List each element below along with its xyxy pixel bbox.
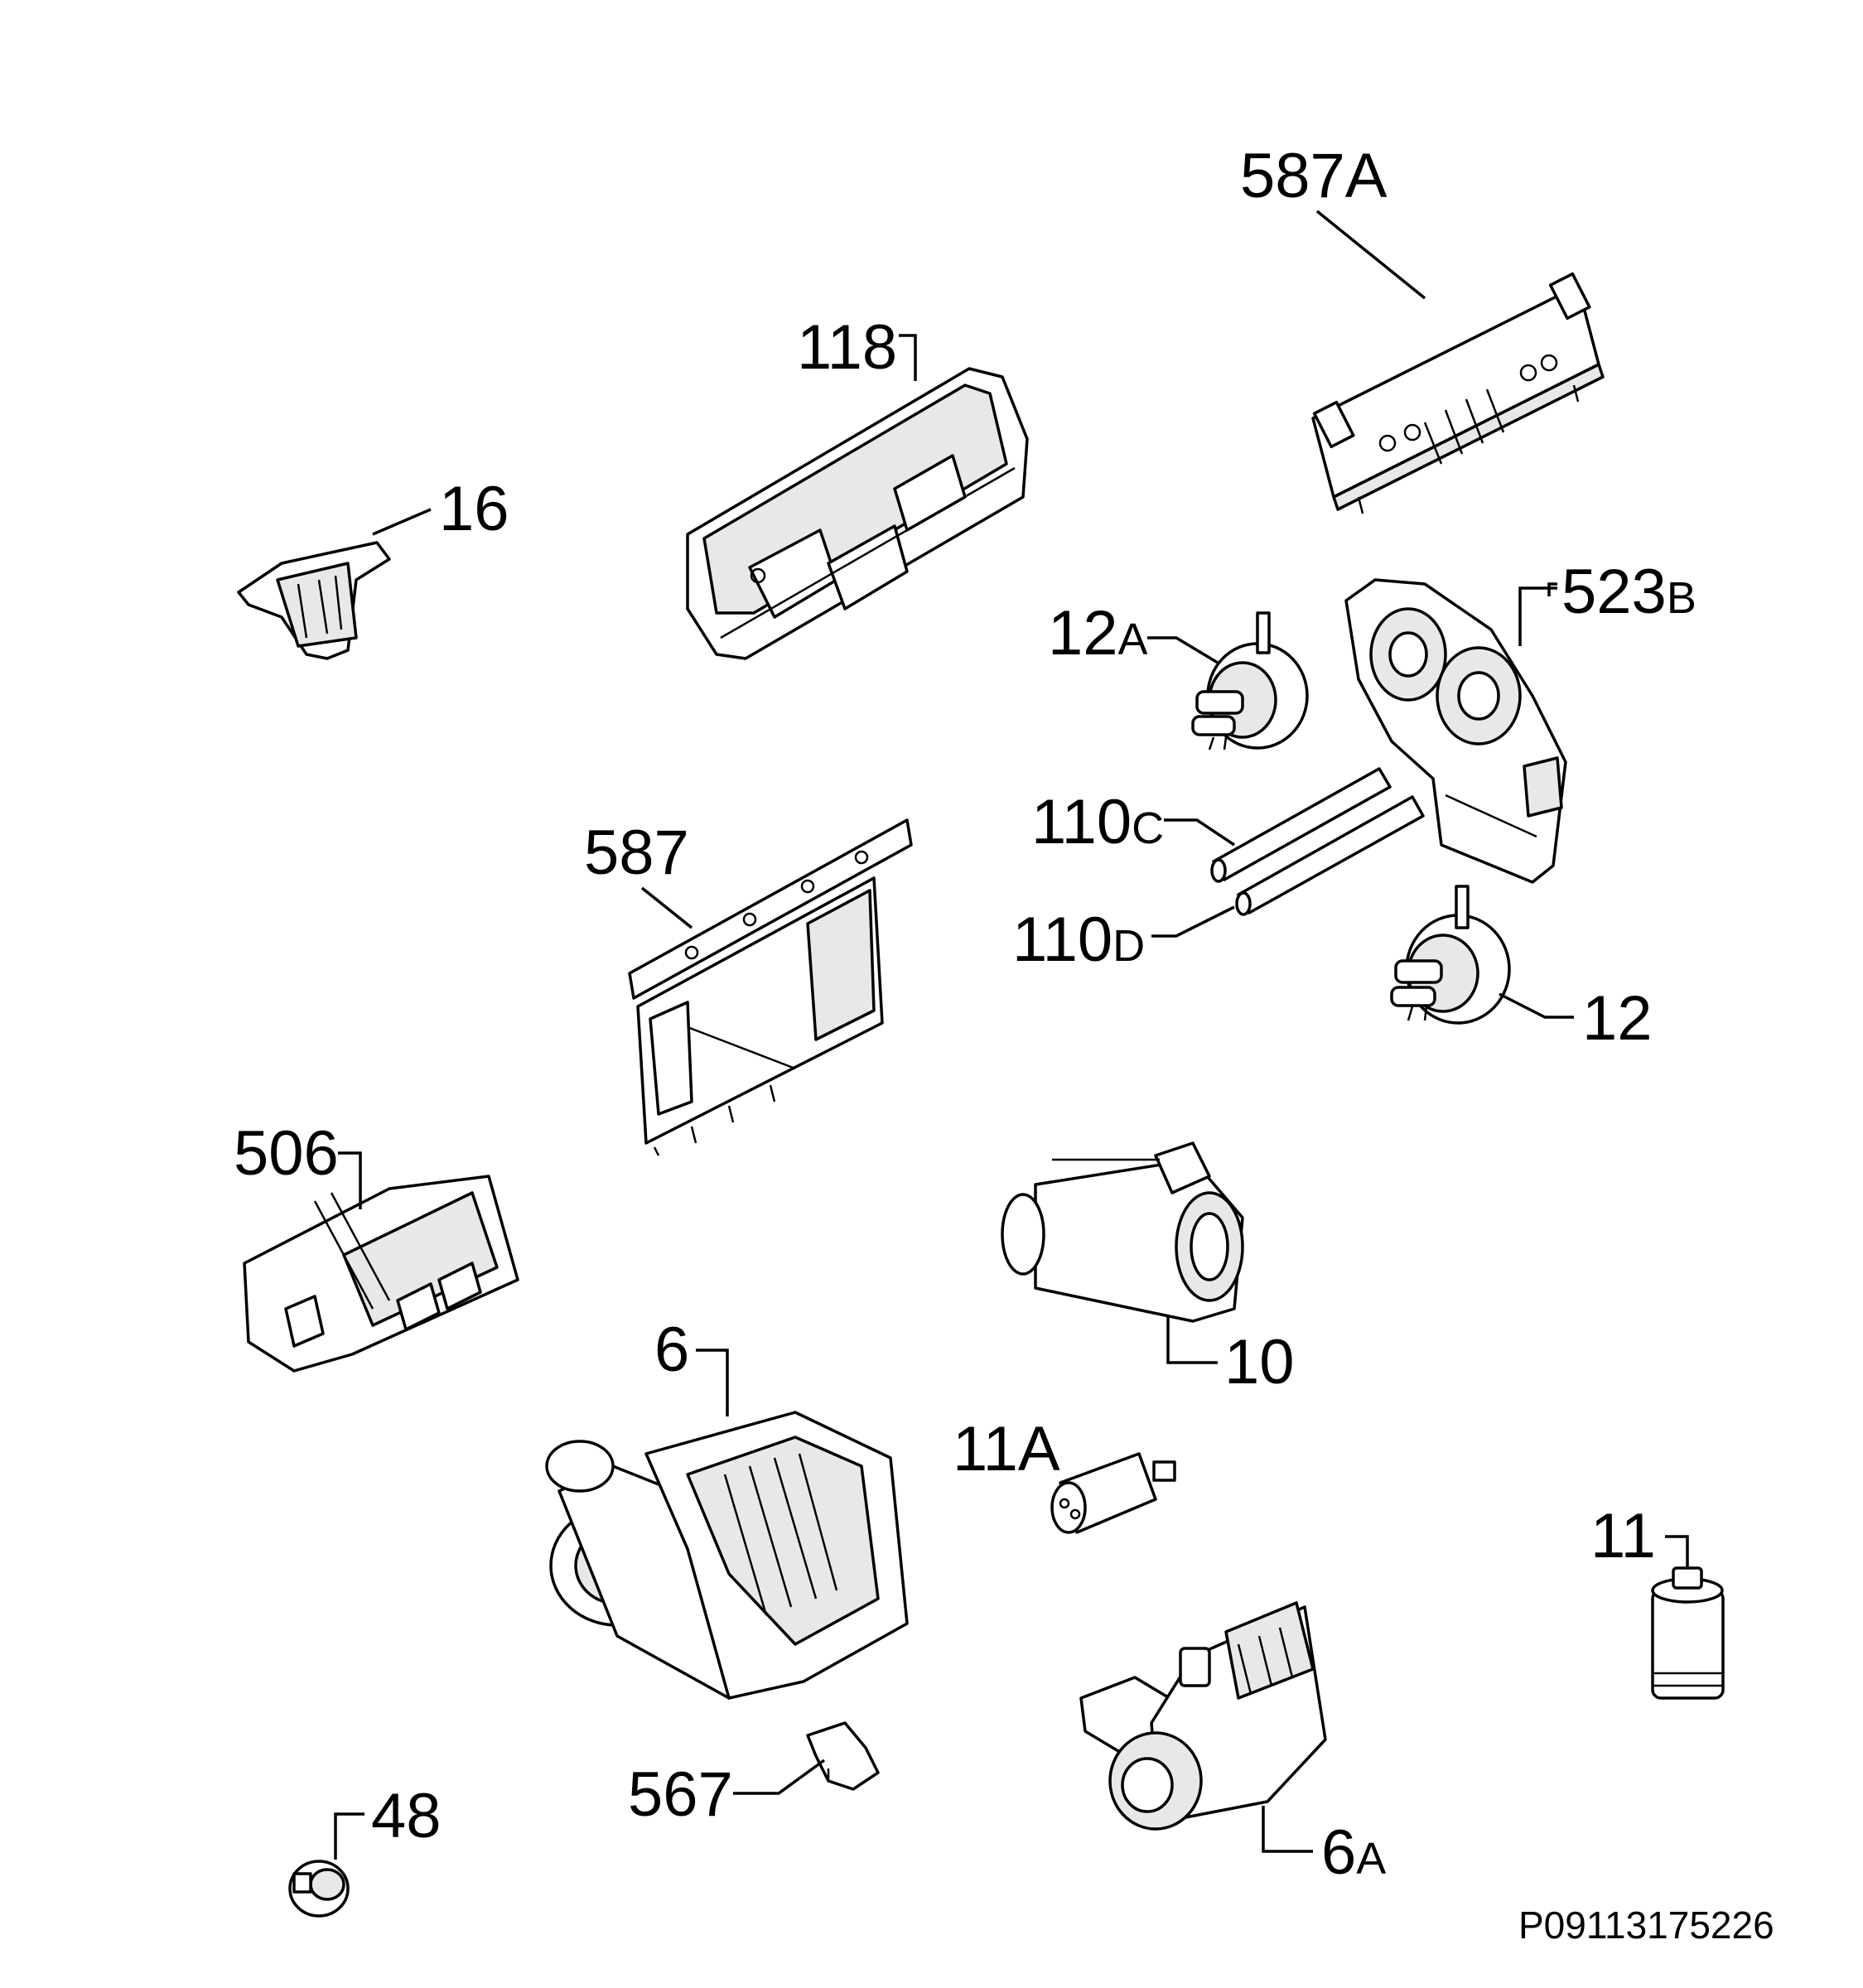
part-523B-bracket (1344, 578, 1567, 884)
label-110C: 110C (1031, 787, 1164, 857)
part-16-door-lock (237, 541, 391, 660)
part-6A-drain-pump (1079, 1601, 1327, 1831)
label-506: 506 (234, 1118, 339, 1189)
part-506-module (243, 1175, 519, 1373)
label-12: 12 (1582, 983, 1653, 1054)
part-118-dispenser (686, 367, 1029, 660)
part-567-clip (806, 1721, 880, 1791)
leader-523B-b (1518, 586, 1557, 646)
part-110D-tube (1235, 795, 1425, 916)
leader-48 (334, 1812, 364, 1860)
label-6: 6 (654, 1315, 689, 1385)
leader-110C (1164, 818, 1235, 847)
leader-506 (338, 1151, 362, 1209)
leader-567 (733, 1759, 826, 1795)
label-11: 11 (1590, 1501, 1656, 1571)
label-587: 587 (584, 818, 689, 888)
leader-523B (1547, 582, 1557, 596)
label-12A: 12A (1048, 598, 1148, 668)
leader-6 (696, 1349, 729, 1416)
part-10-drain-pump (1001, 1141, 1244, 1323)
part-6-circulation-pump (545, 1411, 909, 1700)
label-567: 567 (628, 1759, 733, 1830)
label-523B: 523B (1561, 557, 1696, 627)
label-6A: 6A (1321, 1817, 1386, 1888)
part-11-capacitor (1651, 1566, 1725, 1700)
leader-16 (372, 508, 432, 536)
diagram-code: P09113175226 (1518, 1904, 1774, 1947)
leader-587A (1315, 210, 1426, 300)
label-118: 118 (797, 312, 897, 383)
label-16: 16 (439, 474, 509, 544)
label-11A: 11A (953, 1414, 1060, 1484)
label-10: 10 (1224, 1327, 1295, 1397)
leader-12 (1499, 992, 1574, 1019)
label-110D: 110D (1012, 905, 1145, 975)
leader-11 (1665, 1535, 1689, 1568)
label-587A: 587A (1240, 141, 1388, 211)
part-587-board-frame (628, 818, 913, 1156)
part-12-pressure-switch (1390, 885, 1511, 1025)
label-48: 48 (371, 1781, 442, 1851)
part-110C-tube (1210, 767, 1392, 883)
part-12A-pressure-switch (1191, 611, 1309, 750)
part-48-plug (288, 1860, 350, 1918)
leader-10 (1166, 1317, 1218, 1364)
part-11A-capacitor (1050, 1452, 1176, 1534)
leader-12A (1147, 636, 1219, 664)
leader-118 (899, 334, 917, 381)
leader-587 (640, 886, 693, 929)
leader-110D (1151, 905, 1235, 938)
leader-6A (1262, 1806, 1313, 1853)
part-587A-control-board (1311, 272, 1605, 514)
